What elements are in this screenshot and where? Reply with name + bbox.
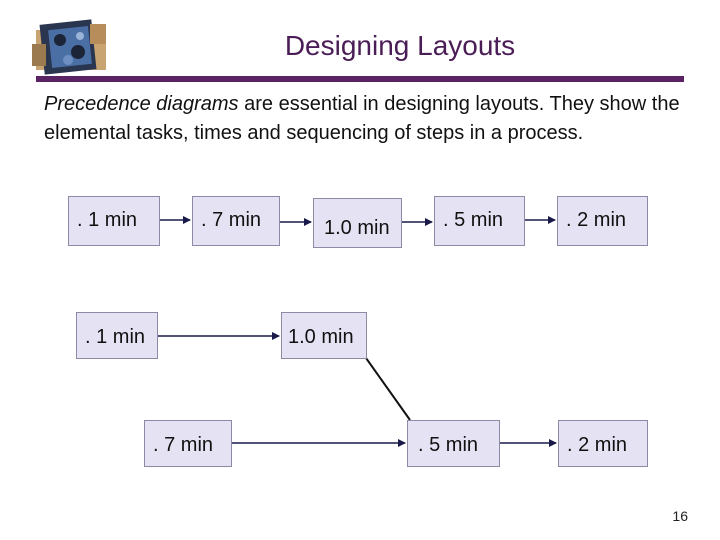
task-box-bottom-2: . 5 min	[407, 420, 500, 467]
task-box-bottom-1: . 7 min	[144, 420, 232, 467]
title-divider	[36, 76, 684, 82]
task-time: . 5 min	[443, 209, 504, 231]
task-box-top-2: . 7 min	[192, 196, 280, 246]
task-box-top-3: 1.0 min	[313, 198, 402, 248]
task-time: . 5 min	[418, 434, 479, 456]
task-box-top-1: . 1 min	[68, 196, 160, 246]
task-box-middle-2: 1.0 min	[281, 312, 367, 359]
task-time: . 1 min	[85, 326, 146, 348]
task-box-top-5: . 2 min	[557, 196, 648, 246]
connector-diagonal	[365, 357, 411, 421]
logo-image	[30, 16, 110, 78]
task-time: . 2 min	[566, 209, 627, 231]
page-number: 16	[672, 508, 688, 524]
task-time: 1.0 min	[324, 217, 390, 239]
task-box-bottom-3: . 2 min	[558, 420, 648, 467]
task-box-middle-1: . 1 min	[76, 312, 158, 359]
task-time: . 7 min	[153, 434, 214, 456]
task-time: . 2 min	[567, 434, 628, 456]
task-time: . 1 min	[77, 209, 138, 231]
page-title: Designing Layouts	[284, 30, 516, 61]
task-box-top-4: . 5 min	[434, 196, 525, 246]
intro-paragraph: Precedence diagrams are essential in des…	[44, 90, 684, 148]
intro-text: are essential in designing layouts. They…	[44, 93, 680, 144]
intro-emphasis: Precedence diagrams	[44, 93, 239, 115]
task-time: . 7 min	[201, 209, 262, 231]
task-time: 1.0 min	[288, 326, 354, 348]
